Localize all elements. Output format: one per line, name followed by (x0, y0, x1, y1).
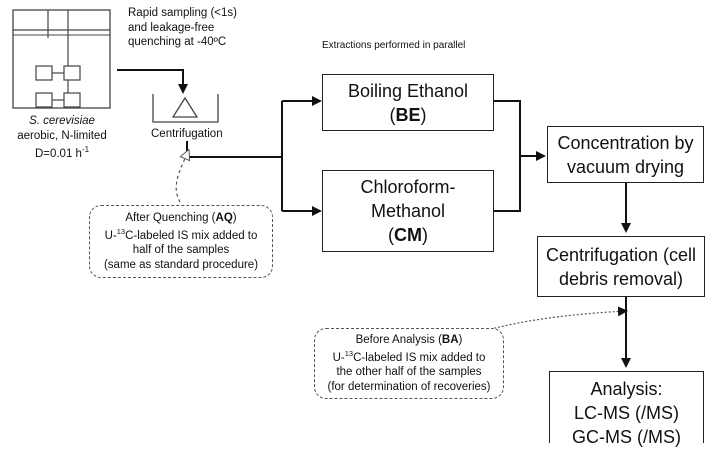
organism-name: S. cerevisiae (29, 115, 95, 127)
label-suffix: C-labeled IS mix added to (353, 351, 486, 364)
close-paren: ) (422, 225, 428, 245)
label-suffix: C-labeled IS mix added to (125, 229, 258, 242)
ba-title-prefix: Before Analysis ( (355, 333, 442, 346)
analysis-box: Analysis: LC-MS (/MS) GC-MS (/MS) (549, 371, 704, 447)
ba-title-suffix: ) (458, 333, 463, 346)
centrifuge-icon (152, 94, 219, 123)
close-paren: ) (420, 104, 427, 125)
concentration-box: Concentration by vacuum drying (547, 126, 704, 183)
centrifuge-to-split-line (186, 141, 282, 158)
chloroform-methanol-out-line (494, 156, 521, 212)
sampling-line-1: Rapid sampling (<1s) (128, 7, 237, 19)
after-quenching-title: After Quenching (AQ) (125, 211, 236, 226)
analysis-lcms: LC-MS (/MS) (574, 403, 679, 423)
boiling-ethanol-abbr-line: (BE) (389, 103, 426, 127)
analysis-title: Analysis: (590, 379, 663, 399)
boiling-ethanol-out-line (494, 100, 521, 156)
isotope-superscript: 13 (116, 227, 126, 237)
after-quenching-line-4: (same as standard procedure) (103, 258, 259, 271)
concentration-line-1: Concentration by (557, 132, 694, 153)
sampling-line-2: and leakage-free (128, 21, 215, 34)
dilution-rate: D=0.01 h (34, 147, 82, 160)
parallel-note: Extractions performed in parallel (322, 40, 466, 51)
label-prefix: U- (332, 351, 345, 364)
cm-abbr: CM (394, 225, 422, 245)
centrifugation-cell-line-1: Centrifugation (cell (545, 244, 697, 265)
chloroform-methanol-abbr-line: (CM) (388, 223, 428, 247)
chloroform-title: Chloroform- (360, 177, 456, 197)
before-analysis-line-4: (for determination of recoveries) (327, 380, 491, 393)
centrifugation-label: Centrifugation (151, 128, 223, 140)
ba-abbr: BA (441, 333, 459, 346)
analysis-gcms: GC-MS (/MS) (572, 427, 681, 447)
boiling-ethanol-box: Boiling Ethanol (BE) (322, 74, 494, 131)
concentration-line-2: vacuum drying (566, 156, 685, 177)
organism-conditions: aerobic, N-limited (17, 129, 107, 142)
centrifugation-cell-line-2: debris removal) (558, 268, 684, 289)
chloroform-methanol-box: Chloroform- Methanol (CM) (322, 170, 494, 252)
after-quenching-label: U-13C-labeled IS mix added to (105, 225, 258, 243)
organism-label: S. cerevisiae aerobic, N-limited D=0.01 … (13, 114, 111, 161)
sampling-line-3: quenching at -40ºC (128, 36, 227, 48)
centrifugation-cell-box: Centrifugation (cell debris removal) (537, 236, 705, 297)
aq-abbr: AQ (215, 211, 233, 224)
aq-title-prefix: After Quenching ( (125, 211, 216, 224)
before-analysis-title: Before Analysis (BA) (356, 333, 463, 348)
open-paren: ( (388, 225, 394, 245)
isotope-superscript: 13 (344, 349, 354, 359)
sampling-arrow (117, 69, 188, 94)
bioreactor-icon (12, 9, 111, 109)
dilution-exponent: -1 (81, 145, 90, 154)
be-abbr: BE (395, 104, 421, 125)
before-analysis-line-3: the other half of the samples (336, 366, 482, 379)
aq-title-suffix: ) (232, 211, 237, 224)
after-quenching-note: After Quenching (AQ) U-13C-labeled IS mi… (89, 205, 273, 278)
before-analysis-label: U-13C-labeled IS mix added to (333, 347, 486, 365)
after-quenching-connector (175, 154, 187, 203)
boiling-ethanol-title: Boiling Ethanol (347, 80, 469, 101)
after-quenching-line-3: half of the samples (132, 244, 230, 257)
before-analysis-note: Before Analysis (BA) U-13C-labeled IS mi… (314, 328, 504, 399)
label-prefix: U- (104, 229, 117, 242)
open-paren: ( (389, 104, 396, 125)
organism-dilution: D=0.01 h-1 (13, 143, 111, 161)
methanol-title: Methanol (370, 201, 446, 221)
sampling-note: Rapid sampling (<1s) and leakage-free qu… (128, 6, 237, 50)
